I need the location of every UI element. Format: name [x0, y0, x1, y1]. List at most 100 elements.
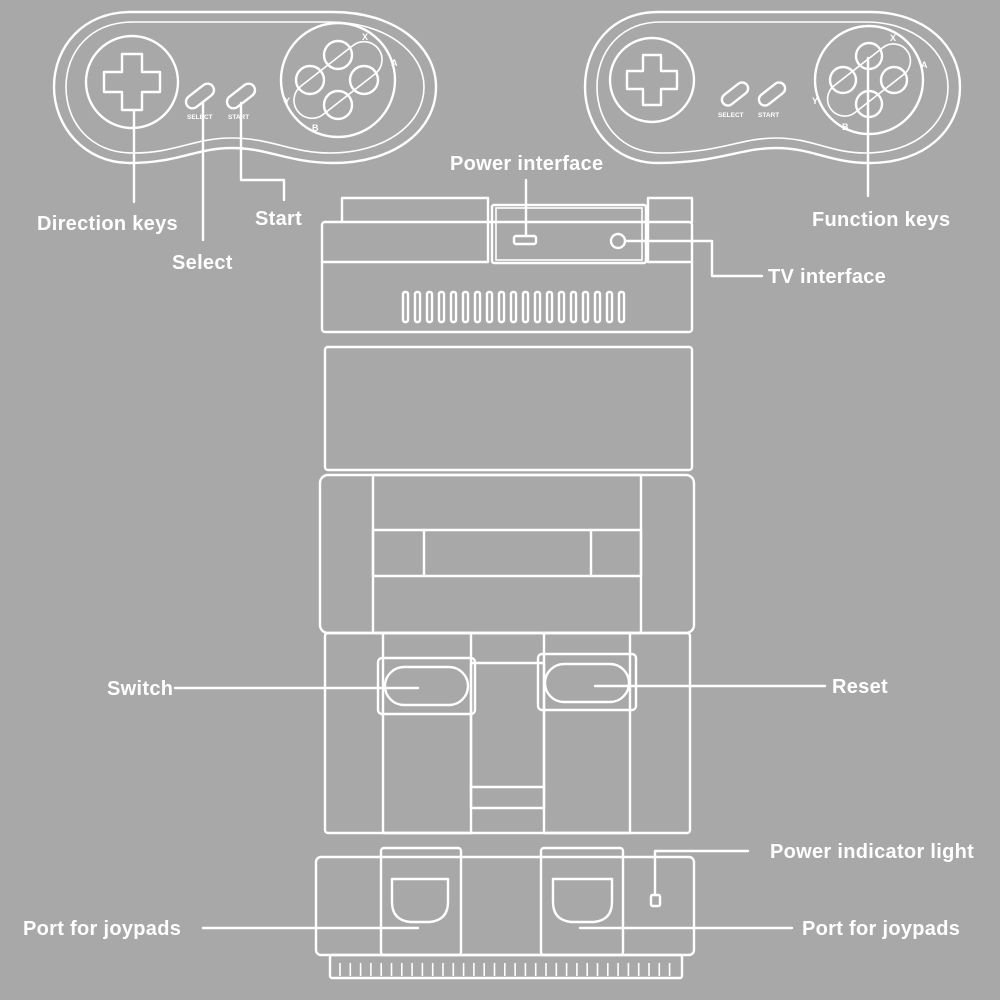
vent-slot [485, 290, 494, 324]
label-reset: Reset [832, 676, 888, 698]
left-face-buttons-ring [279, 21, 397, 139]
front-housing [314, 855, 696, 957]
left-select-button-shape[interactable] [183, 81, 216, 111]
back-right-step [646, 196, 694, 224]
right-face-button-grooves [826, 43, 912, 117]
callout-labels: Direction keys Select Start Power interf… [23, 153, 974, 940]
back-housing-shelf-right [646, 220, 694, 264]
vent-slot [557, 290, 566, 324]
joypad-port-left[interactable] [390, 877, 450, 924]
left-controller-body [52, 10, 438, 165]
cartridge-slot-band [371, 528, 643, 578]
vent-slot [449, 290, 458, 324]
vent-slot [401, 290, 410, 324]
leader-power-indicator [653, 849, 750, 897]
right-select-button-shape[interactable] [719, 80, 750, 108]
vent-slot [521, 290, 530, 324]
connector-recess-inner [495, 207, 643, 261]
label-port-for-joypads-left: Port for joypads [23, 918, 181, 940]
vent-slot [581, 290, 590, 324]
reset-button[interactable] [536, 652, 638, 712]
left-y-letter: Y [284, 96, 290, 106]
skirt-ribs [339, 963, 671, 976]
cartridge-section [318, 473, 696, 635]
left-select-print: SELECT [187, 114, 213, 121]
right-controller-inner-outline [596, 21, 949, 154]
power-switch-knob[interactable] [383, 665, 470, 707]
vent-slot [569, 290, 578, 324]
left-b-button[interactable] [322, 89, 354, 121]
left-start-button[interactable] [224, 81, 257, 111]
left-start-button-shape[interactable] [224, 81, 257, 111]
right-b-letter: B [842, 122, 849, 132]
left-dpad-ring [84, 34, 180, 130]
label-start: Start [255, 208, 302, 230]
switch-channel [381, 631, 473, 835]
center-recess [469, 661, 546, 810]
vent-slot [461, 290, 470, 324]
label-function-keys: Function keys [812, 209, 950, 231]
right-start-button[interactable] [756, 80, 787, 108]
leader-start [239, 101, 286, 202]
right-start-print: START [758, 112, 779, 119]
power-port-icon [512, 234, 538, 246]
back-left-step [340, 196, 490, 224]
tv-av-port-icon [609, 232, 627, 250]
cartridge-slot-frame [371, 473, 643, 635]
power-switch[interactable] [376, 656, 477, 716]
left-controller: SELECT START X A Y B [52, 10, 438, 165]
label-power-indicator-light: Power indicator light [770, 841, 974, 863]
right-y-button[interactable] [828, 65, 858, 95]
right-x-letter: X [890, 33, 896, 43]
vent-slot [473, 290, 482, 324]
switch-housing [323, 631, 692, 835]
label-port-for-joypads-right: Port for joypads [802, 918, 960, 940]
right-controller-body [583, 10, 962, 165]
power-indicator-led [649, 893, 662, 908]
vent-slot [509, 290, 518, 324]
right-controller: SELECT START X A Y B [583, 10, 962, 165]
vent-slot [533, 290, 542, 324]
right-start-button-shape[interactable] [756, 80, 787, 108]
front-skirt [328, 953, 684, 980]
right-dpad-cross-icon [625, 53, 679, 107]
vent-slot [605, 290, 614, 324]
leader-tv-interface [623, 239, 764, 278]
left-select-button[interactable] [183, 81, 216, 111]
reset-button-knob[interactable] [543, 662, 631, 704]
vent-slot [617, 290, 626, 324]
connector-recess [490, 203, 648, 265]
label-tv-interface: TV interface [768, 266, 886, 288]
left-dpad-cross-icon [102, 52, 162, 112]
back-housing [320, 220, 694, 334]
vent-slot [545, 290, 554, 324]
cartridge-housing [318, 473, 696, 635]
left-x-letter: X [362, 32, 368, 42]
right-dpad-ring [608, 36, 696, 124]
left-y-button[interactable] [294, 64, 326, 96]
label-select: Select [172, 252, 233, 274]
left-b-letter: B [312, 123, 319, 133]
left-a-button[interactable] [348, 64, 380, 96]
right-a-button[interactable] [879, 65, 909, 95]
vent-slots [401, 290, 626, 324]
back-housing-shelf-left [320, 220, 490, 264]
right-a-letter: A [921, 60, 928, 70]
right-select-print: SELECT [718, 112, 744, 119]
vent-slot [593, 290, 602, 324]
left-face-button-grooves [293, 40, 383, 120]
label-switch: Switch [107, 678, 173, 700]
leader-lines [132, 56, 870, 930]
right-select-button[interactable] [719, 80, 750, 108]
label-power-interface: Power interface [450, 153, 603, 175]
vent-slot [413, 290, 422, 324]
left-x-button[interactable] [322, 39, 354, 71]
vent-slot [437, 290, 446, 324]
label-direction-keys: Direction keys [37, 213, 178, 235]
left-a-letter: A [391, 58, 398, 68]
left-start-print: START [228, 114, 249, 121]
joypad-port-right[interactable] [551, 877, 614, 924]
console-top-panel [323, 345, 694, 472]
